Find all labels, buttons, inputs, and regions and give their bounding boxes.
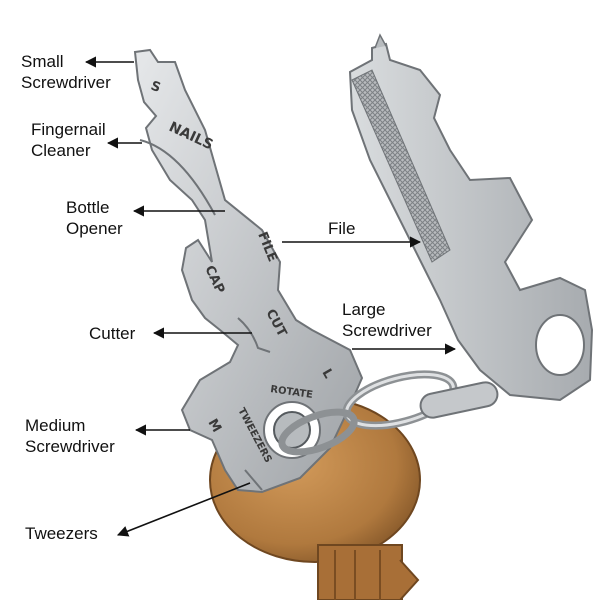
label-small-screwdriver-line2: Screwdriver [21, 73, 111, 92]
label-fingernail-cleaner-line2: Cleaner [31, 141, 91, 160]
label-large-screwdriver-line2: Screwdriver [342, 321, 432, 340]
label-large-screwdriver: Large Screwdriver [342, 299, 432, 341]
label-tweezers: Tweezers [25, 524, 98, 543]
label-medium-screwdriver: Medium Screwdriver [25, 415, 115, 457]
multitool-back-view [348, 33, 594, 402]
label-large-screwdriver-line1: Large [342, 300, 386, 319]
label-bottle-opener-line1: Bottle [66, 198, 110, 217]
label-cutter: Cutter [89, 324, 136, 343]
label-fingernail-cleaner: Fingernail Cleaner [31, 119, 106, 161]
key-ring [278, 370, 499, 456]
label-file: File [328, 219, 356, 238]
label-small-screwdriver-line1: Small [21, 52, 64, 71]
label-bottle-opener-line2: Opener [66, 219, 123, 238]
arrow-tweezers [116, 482, 251, 537]
callout-arrows [84, 56, 457, 537]
label-medium-screwdriver-line2: Screwdriver [25, 437, 115, 456]
label-medium-screwdriver-line1: Medium [25, 416, 86, 435]
label-fingernail-cleaner-line1: Fingernail [31, 120, 106, 139]
label-small-screwdriver: Small Screwdriver [21, 51, 111, 93]
label-bottle-opener: Bottle Opener [66, 197, 123, 239]
